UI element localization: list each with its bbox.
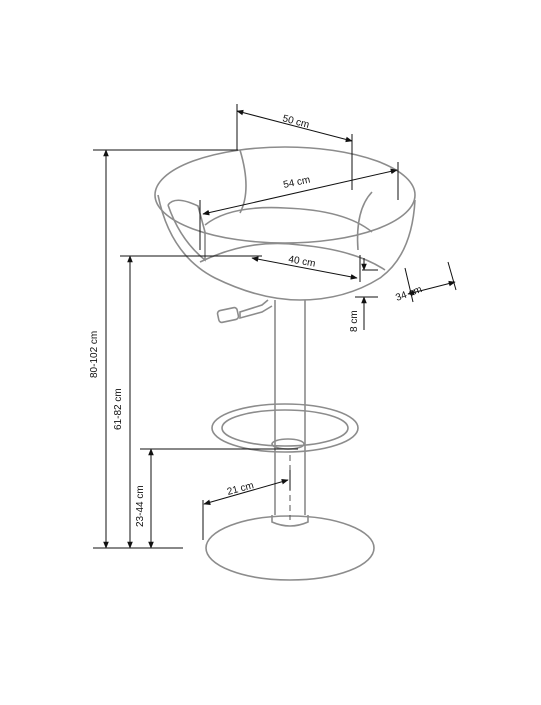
seat-side-panel (167, 199, 206, 262)
label-side-depth: 34 cm (394, 284, 423, 304)
foot-ring-outer (211, 403, 359, 453)
dim-seat-inner: 40 cm (251, 254, 361, 282)
base-collar (271, 515, 309, 527)
foot-ring-inner (221, 409, 349, 447)
dim-base-radius: 21 cm (202, 470, 291, 540)
dim-side-depth: 34 cm (394, 261, 457, 304)
seat-seam-right (356, 191, 373, 251)
label-seat-height: 61-82 cm (113, 388, 124, 430)
ring-hub (271, 438, 305, 450)
seat-inner-curve (204, 206, 373, 233)
label-seat-depth: 54 cm (282, 175, 311, 191)
dim-seat-height: 61-82 cm (113, 255, 262, 549)
seat-seam-left (239, 149, 247, 214)
lever-handle (216, 306, 240, 324)
dim-total-height: 80-102 cm (89, 149, 238, 549)
dim-seat-thickness: 8 cm (349, 258, 378, 332)
label-seat-inner: 40 cm (287, 254, 316, 270)
dim-seat-depth: 54 cm (199, 162, 399, 250)
height-lever (239, 299, 273, 320)
label-seat-thickness: 8 cm (349, 310, 360, 332)
seat-cushion (199, 242, 386, 271)
dim-footrest-height: 23-44 cm (135, 448, 298, 549)
stool-drawing (154, 146, 416, 581)
label-footrest-height: 23-44 cm (135, 485, 146, 527)
label-total-height: 80-102 cm (89, 331, 100, 378)
label-seat-width: 50 cm (281, 113, 310, 131)
seat-shell (157, 194, 416, 301)
label-base-radius: 21 cm (226, 480, 255, 498)
